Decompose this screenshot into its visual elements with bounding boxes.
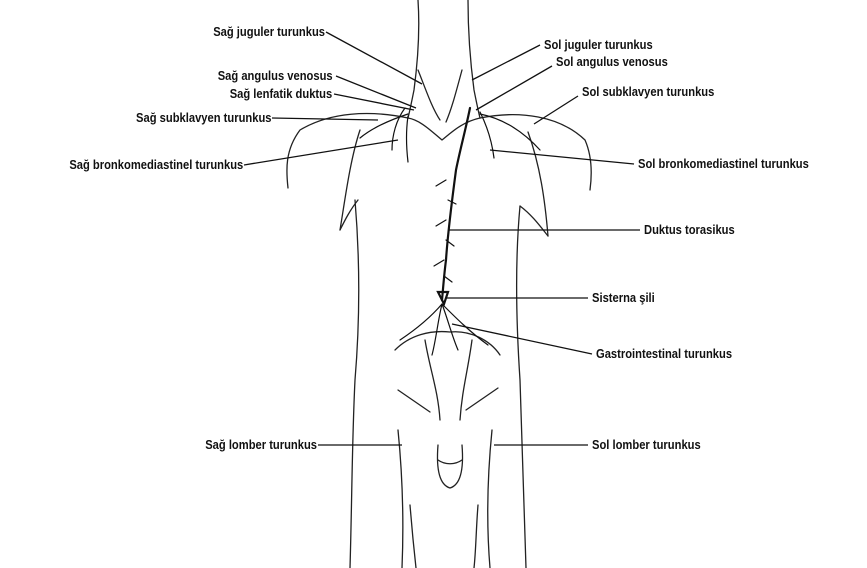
label-sag-angulus: Sağ angulus venosus <box>218 68 333 84</box>
label-sol-juguler: Sol juguler turunkus <box>544 37 653 53</box>
body-outline <box>287 0 591 568</box>
leader-sag-angulus <box>336 76 416 108</box>
leader-gastrointestinal <box>452 324 592 354</box>
leader-sol-subklavyen <box>534 96 578 124</box>
label-sisterna-sili: Sisterna şili <box>592 290 655 306</box>
label-sag-subklavyen: Sağ subklavyen turunkus <box>136 110 271 126</box>
leader-sol-bronko <box>490 150 634 164</box>
label-sag-lomber: Sağ lomber turunkus <box>205 437 317 453</box>
label-sol-subklavyen: Sol subklavyen turunkus <box>582 84 714 100</box>
label-duktus-torasikus: Duktus torasikus <box>644 222 735 238</box>
label-sag-lenfatik: Sağ lenfatik duktus <box>229 86 332 102</box>
label-sol-lomber: Sol lomber turunkus <box>592 437 701 453</box>
label-sag-juguler: Sağ juguler turunkus <box>213 24 325 40</box>
leader-sag-bronko <box>244 140 398 165</box>
lymph-vessels <box>360 108 540 355</box>
label-sag-bronko: Sağ bronkomediastinel turunkus <box>69 157 243 173</box>
label-sol-angulus: Sol angulus venosus <box>556 54 668 70</box>
label-gastrointestinal: Gastrointestinal turunkus <box>596 346 732 362</box>
leader-sol-juguler <box>472 45 540 80</box>
label-sol-bronko: Sol bronkomediastinel turunkus <box>638 156 809 172</box>
leader-sag-juguler <box>326 32 422 84</box>
